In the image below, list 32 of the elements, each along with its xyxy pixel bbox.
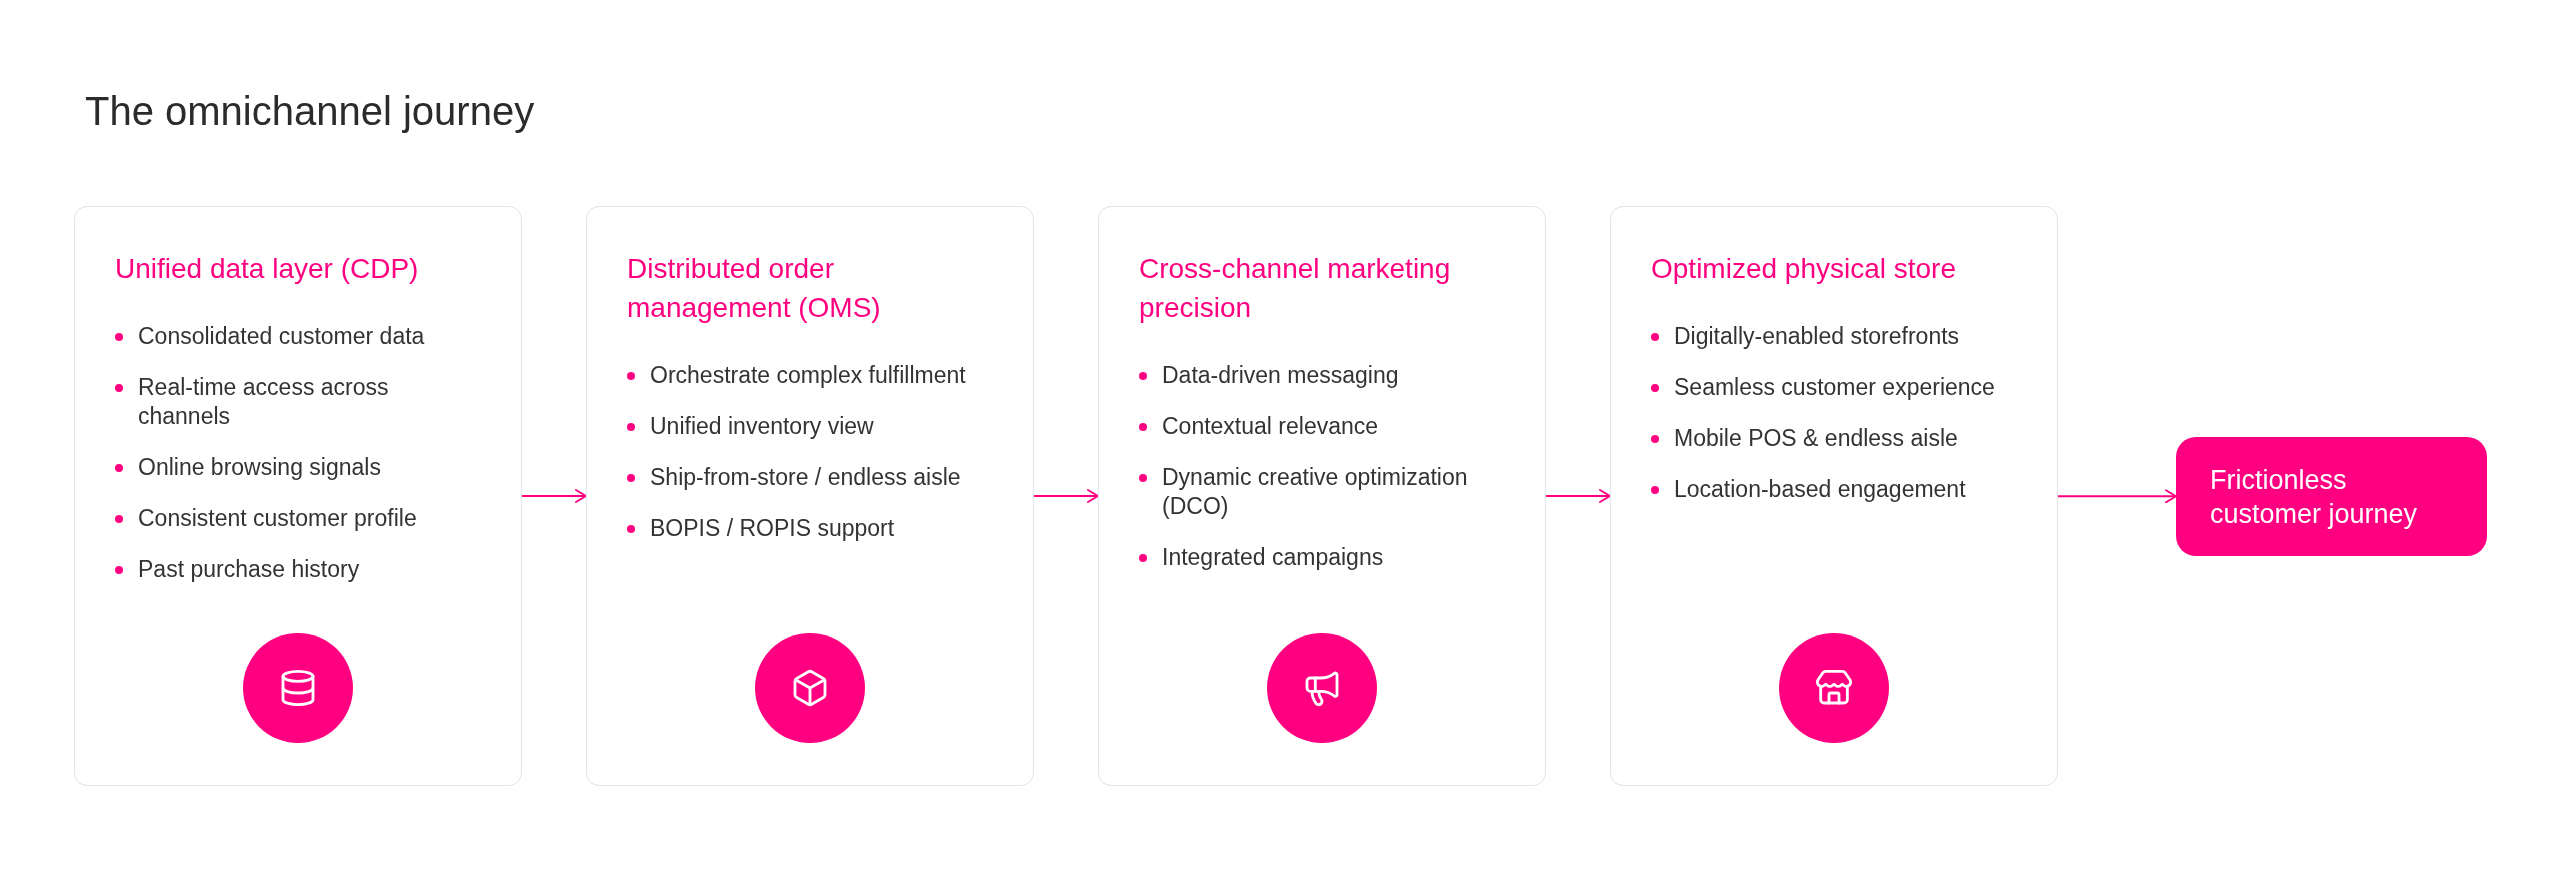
bullet-text: Contextual relevance: [1162, 412, 1379, 441]
bullet-text: Seamless customer experience: [1674, 373, 1995, 402]
bullet-text: Data-driven messaging: [1162, 361, 1399, 390]
arrow: [521, 489, 587, 503]
arrow: [1545, 489, 1611, 503]
outcome-text: Frictionless customer journey: [2210, 463, 2419, 531]
card-heading: Cross-channel marketing precision: [1139, 252, 1452, 325]
bullet-text: Real-time access across channels: [138, 373, 390, 431]
card: [586, 206, 1034, 786]
bullet-text: Dynamic creative optimization (DCO): [1162, 463, 1469, 521]
card: [74, 206, 522, 786]
bullet-text: Online browsing signals: [138, 453, 381, 482]
bullet-text: Unified inventory view: [650, 412, 874, 441]
diagram-title: The omnichannel journey: [85, 88, 535, 135]
bullet-text: Consolidated customer data: [138, 322, 425, 351]
bullet-text: Ship-from-store / endless aisle: [650, 463, 961, 492]
card-heading: Optimized physical store: [1651, 252, 1957, 286]
bullet-text: Location-based engagement: [1674, 475, 1966, 504]
card: [1098, 206, 1546, 786]
bullet-text: Mobile POS & endless aisle: [1674, 424, 1958, 453]
bullet-text: Consistent customer profile: [138, 504, 417, 533]
card: [1610, 206, 2058, 786]
bullet-text: Integrated campaigns: [1162, 543, 1384, 572]
arrow: [1033, 489, 1099, 503]
bullet-text: Orchestrate complex fulfillment: [650, 361, 966, 390]
arrow: [2057, 489, 2177, 504]
bullet-text: Digitally-enabled storefronts: [1674, 322, 1960, 351]
card-heading: Unified data layer (CDP): [115, 252, 420, 286]
card-heading: Distributed order management (OMS): [627, 252, 882, 325]
bullet-text: BOPIS / ROPIS support: [650, 514, 895, 543]
bullet-text: Past purchase history: [138, 555, 360, 584]
outcome-box: [2176, 437, 2487, 556]
